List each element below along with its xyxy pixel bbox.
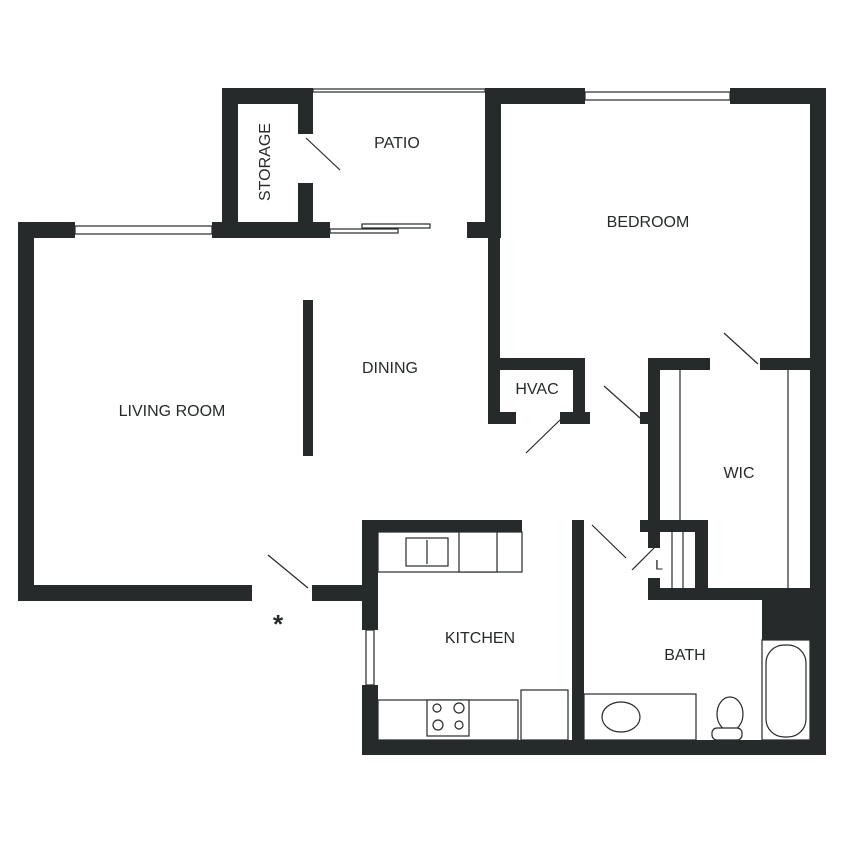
linen-top-stub <box>640 520 660 532</box>
kitchen-counter-top <box>377 531 523 573</box>
living-left-wall <box>18 222 34 601</box>
right-outer-wall <box>810 88 826 755</box>
bedroom-left-wall-lower <box>488 230 500 424</box>
wic-door[interactable] <box>723 332 759 365</box>
patio-opening <box>312 88 486 93</box>
hvac-right-wall <box>573 358 585 424</box>
wic-left-wall <box>648 358 660 548</box>
patio-stub-wall <box>467 222 500 238</box>
wic-top-wall-right <box>760 358 826 370</box>
chase-block <box>762 590 810 640</box>
toilet-icon <box>716 696 744 732</box>
living-window <box>74 225 213 235</box>
room-label-storage: STORAGE <box>257 123 274 201</box>
hvac-bottom-right <box>560 412 590 424</box>
storage-right-wall <box>298 88 313 134</box>
bath-sink-icon <box>601 701 641 733</box>
room-label-bath: BATH <box>664 647 705 664</box>
sliding-door-panel[interactable] <box>361 223 431 229</box>
bedroom-door[interactable] <box>603 385 641 419</box>
fixtures <box>377 370 811 741</box>
hvac-bottom-left <box>488 412 516 424</box>
storage-right-wall-lower <box>298 183 313 233</box>
bath-vanity <box>583 693 697 741</box>
living-bottom-wall <box>18 585 252 601</box>
room-label-patio: PATIO <box>374 135 420 152</box>
dining-divider <box>303 300 313 456</box>
bedroom-window <box>584 91 731 101</box>
bedroom-top-wall-right <box>730 88 826 104</box>
entry-marker-icon: * <box>273 609 284 639</box>
bathtub-basin <box>765 644 807 738</box>
room-label-dining: DINING <box>362 360 418 377</box>
room-label-living-room: LIVING ROOM <box>119 403 226 420</box>
refrigerator-icon <box>520 689 569 741</box>
bath-door-stub <box>572 520 584 532</box>
entry-wall <box>312 585 378 601</box>
bedroom-left-wall <box>485 88 501 238</box>
room-labels: STORAGE PATIO BEDROOM DINING LIVING ROOM… <box>119 123 755 664</box>
hvac-door[interactable] <box>525 419 561 454</box>
linen-door[interactable] <box>631 547 655 571</box>
bottom-outer-wall <box>362 740 826 755</box>
bathtub-icon <box>761 639 811 741</box>
room-label-bedroom: BEDROOM <box>607 214 690 231</box>
linen-right-wall <box>695 520 708 600</box>
kitchen-window <box>365 629 375 686</box>
bath-door[interactable] <box>591 524 627 559</box>
living-top-wall <box>18 222 75 238</box>
dishwasher-icon <box>458 531 498 573</box>
kitchen-bath-wall <box>572 520 584 755</box>
toilet-tank <box>711 727 743 741</box>
hvac-top-wall <box>488 358 585 370</box>
room-label-wic: WIC <box>723 465 754 482</box>
storage-door[interactable] <box>305 137 341 171</box>
walls <box>18 88 826 755</box>
bedroom-top-wall <box>485 88 585 104</box>
windows <box>74 88 731 686</box>
room-label-kitchen: KITCHEN <box>445 630 515 647</box>
wic-top-wall-left <box>648 358 710 370</box>
storage-top-wall <box>222 88 313 104</box>
kitchen-left-wall-lower <box>362 685 378 755</box>
room-label-linen: L <box>655 557 663 573</box>
kitchen-left-wall <box>362 520 378 630</box>
entry-door[interactable] <box>267 554 309 589</box>
room-label-hvac: HVAC <box>515 381 558 398</box>
storage-left-wall <box>222 88 238 238</box>
doors <box>267 137 759 589</box>
sliding-door-panel[interactable] <box>329 228 399 234</box>
kitchen-top-wall <box>362 520 522 532</box>
bedroom-door-stub <box>640 412 652 424</box>
